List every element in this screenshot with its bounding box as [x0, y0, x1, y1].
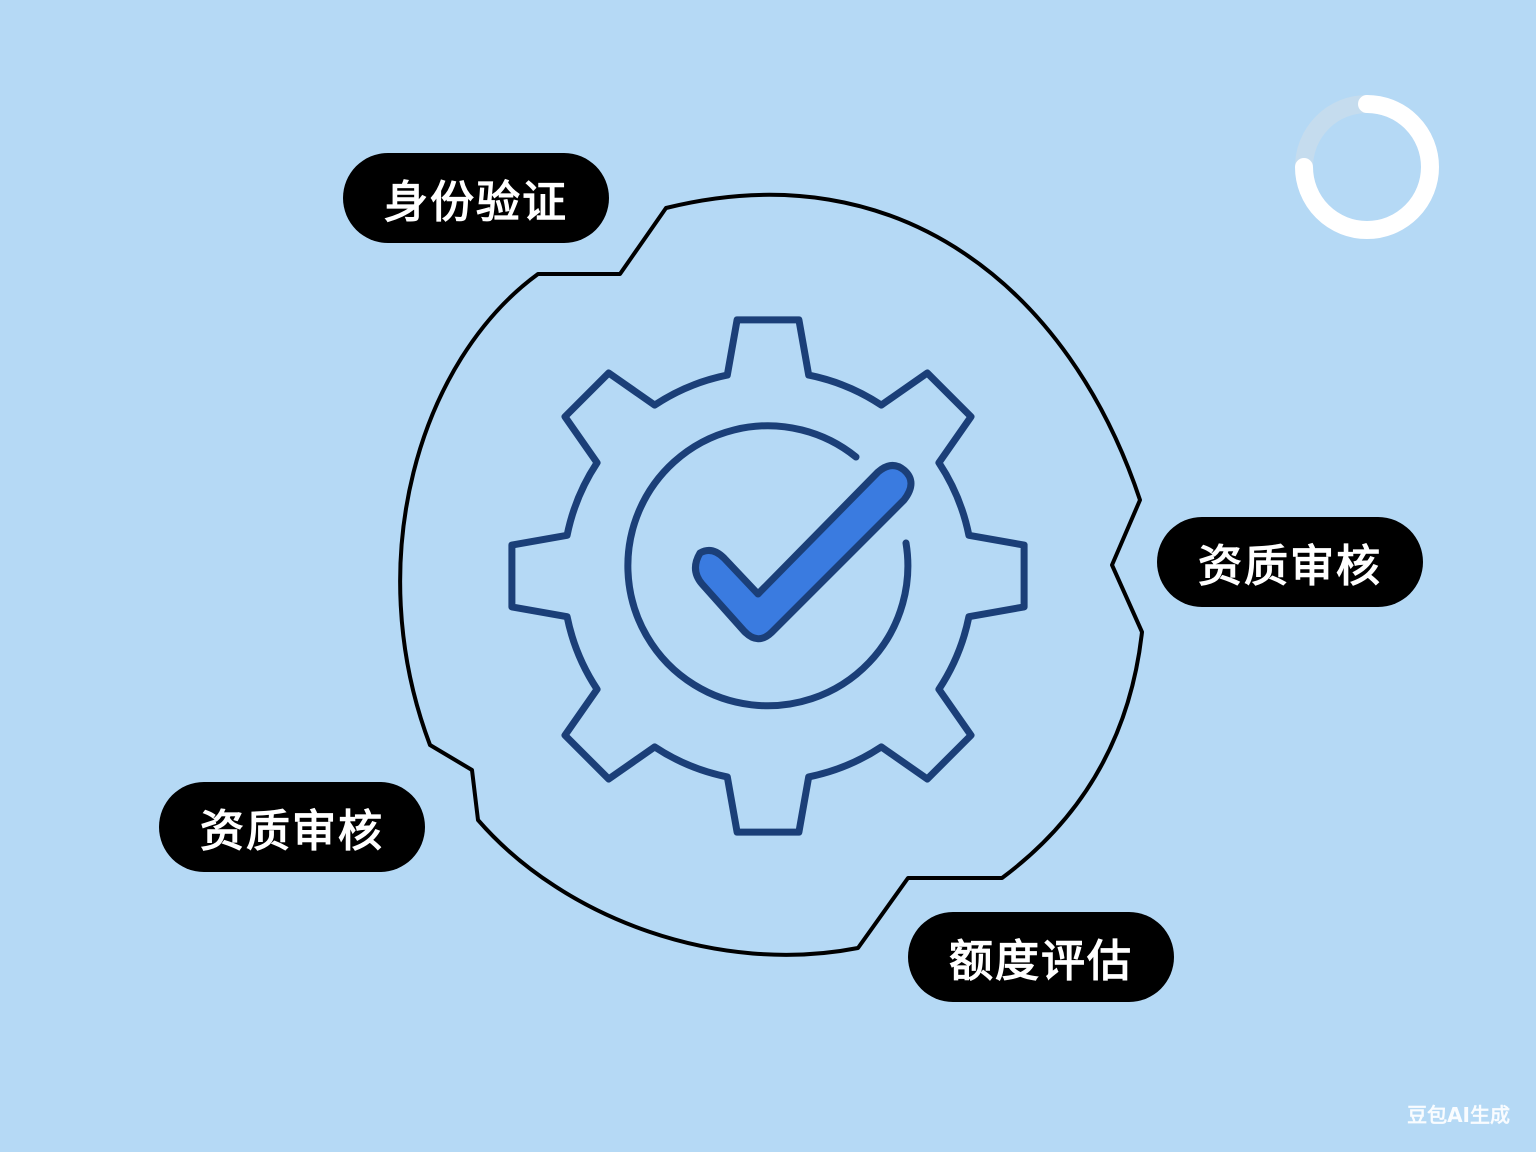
qualification-review-label-right: 资质审核	[1157, 517, 1423, 607]
checkmark-icon	[692, 462, 915, 643]
quota-assessment-label: 额度评估	[908, 912, 1174, 1002]
identity-verification-label: 身份验证	[343, 153, 609, 243]
gear-icon	[508, 316, 1028, 836]
gear-outline	[508, 316, 1028, 836]
watermark-text: 豆包AI生成	[1407, 1103, 1510, 1127]
loading-ring-icon	[1295, 95, 1439, 239]
qualification-review-label-left: 资质审核	[159, 782, 425, 872]
inner-circle-arc	[624, 422, 912, 710]
outer-process-outline	[398, 192, 1144, 957]
